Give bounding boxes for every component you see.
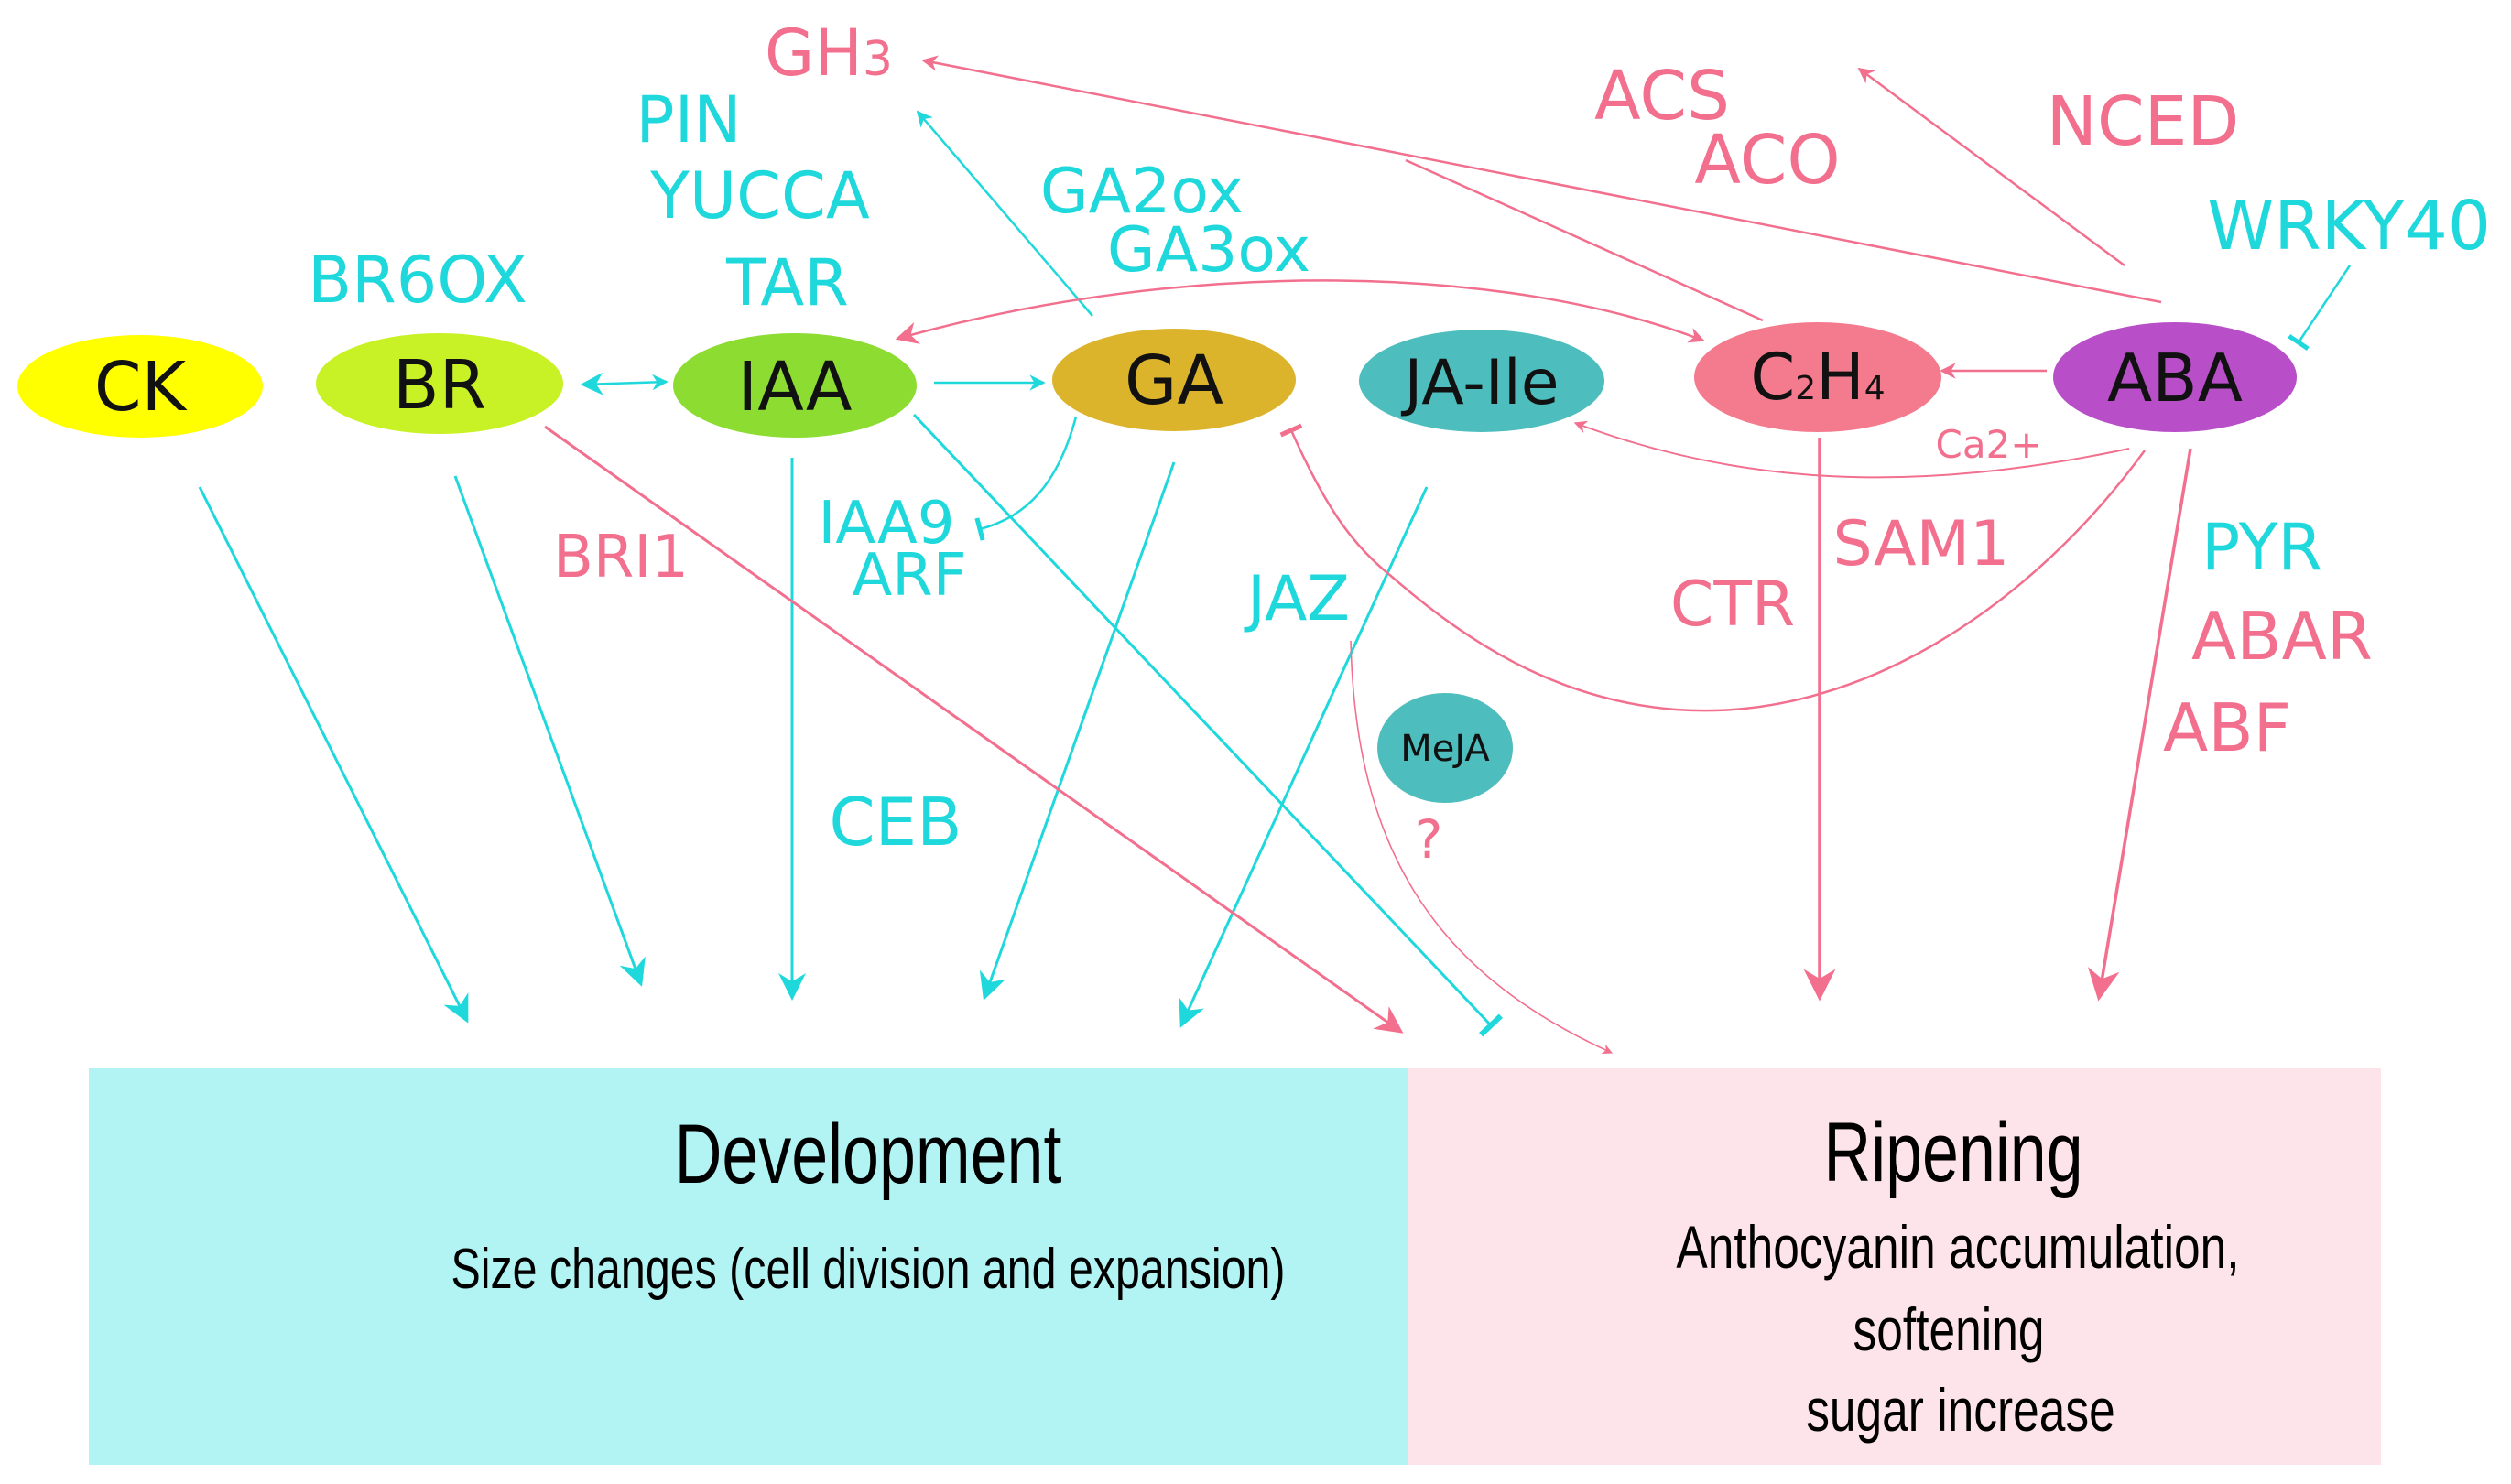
question-label: ? — [1415, 808, 1443, 871]
jaz-label: JAZ — [1244, 563, 1350, 635]
bri1-label: BRI1 — [553, 524, 689, 591]
ca2-label: Ca2+ — [1936, 422, 2043, 467]
node-br: BR — [316, 333, 563, 434]
tar-label: TAR — [725, 245, 849, 320]
aba-ellipse — [2053, 322, 2297, 432]
development-subtitle: Size changes (cell division and expansio… — [451, 1237, 1286, 1300]
aba-label: ABA — [2107, 340, 2243, 417]
gh3-text: GH — [765, 16, 863, 91]
ripening-line-2: softening — [1853, 1295, 2045, 1364]
iaa-ellipse — [673, 333, 917, 438]
development-box — [89, 1068, 1408, 1465]
node-ck: CK — [17, 335, 263, 438]
jaile-label: JA-Ile — [1400, 347, 1559, 419]
aba-to-gh3-arrow — [921, 55, 2162, 304]
node-meja: MeJA — [1377, 693, 1513, 803]
connectors — [198, 55, 2352, 1054]
node-aba: ABA — [2053, 322, 2297, 432]
ga2ox-label: GA2ox — [1040, 156, 1244, 228]
c2h4-h: H — [1816, 340, 1864, 415]
c2h4-sub-2: 2 — [1795, 370, 1816, 407]
jaile-ellipse — [1359, 330, 1604, 432]
c2h4-sub-4: 4 — [1864, 370, 1886, 407]
wrky40-label: WRKY40 — [2207, 187, 2491, 265]
ck-label: CK — [94, 348, 189, 427]
development-title: Development — [675, 1107, 1062, 1201]
ga-inhibits-arf — [974, 416, 1078, 541]
br-to-development-arrow — [453, 475, 646, 987]
wrky40-inhibits-aba — [2288, 265, 2352, 352]
arf-label: ARF — [852, 542, 966, 610]
ga-ellipse — [1052, 329, 1296, 431]
ripening-title: Ripening — [1823, 1105, 2082, 1199]
gh3-label: GH3 — [765, 16, 893, 91]
ck-to-development-arrow — [198, 486, 469, 1024]
ripening-box — [1408, 1068, 2381, 1465]
br-label: BR — [393, 346, 486, 425]
ga-to-gh3-arrow — [916, 110, 1093, 317]
iaa9-label: IAA9 — [819, 490, 955, 558]
ga3ox-label: GA3ox — [1107, 214, 1310, 287]
c2h4-c: C — [1750, 340, 1795, 415]
acs-label: ACS — [1594, 57, 1730, 135]
gh3-subscript: 3 — [863, 32, 893, 87]
ck-ellipse — [17, 335, 263, 438]
pin-label: PIN — [636, 82, 741, 157]
gene-labels: GH3 PIN YUCCA TAR BR6OX GA2ox GA3ox ACS … — [308, 16, 2491, 871]
abar-label: ABAR — [2191, 598, 2373, 675]
ga-label: GA — [1125, 341, 1223, 420]
node-ga: GA — [1052, 329, 1296, 431]
br6ox-label: BR6OX — [308, 243, 527, 318]
iaa-c2h4-double-arrow — [895, 279, 1705, 344]
node-iaa: IAA — [673, 333, 917, 438]
aba-to-jaile-curve — [1573, 420, 2130, 479]
br-iaa-double-arrow — [580, 372, 669, 395]
ripening-line-1: Anthocyanin accumulation, — [1676, 1213, 2239, 1282]
node-jaile: JA-Ile — [1359, 330, 1604, 432]
c2h4-ellipse — [1694, 322, 1941, 432]
c2h4-label: C2H4 — [1750, 340, 1885, 415]
iaa-label: IAA — [737, 348, 853, 427]
ga-to-development-arrow — [979, 461, 1176, 1001]
br-ellipse — [316, 333, 563, 434]
meja-ellipse — [1377, 693, 1513, 803]
ceb-label: CEB — [829, 784, 962, 861]
ripening-line-3: sugar increase — [1806, 1376, 2115, 1445]
node-c2h4: C2H4 — [1694, 322, 1941, 432]
c2h4-to-gh3-line — [1405, 158, 1764, 322]
meja-label: MeJA — [1400, 728, 1490, 770]
aba-to-ripening-arrow — [2087, 448, 2192, 1002]
jaile-to-development-arrow — [1179, 486, 1429, 1028]
aba-inhibits-ga-curve — [1279, 423, 2147, 712]
aco-label: ACO — [1694, 121, 1840, 200]
yucca-label: YUCCA — [649, 158, 870, 233]
pyr-label: PYR — [2201, 510, 2322, 585]
nced-label: NCED — [2047, 82, 2240, 161]
sam1-label: SAM1 — [1833, 508, 2010, 580]
ctr-label: CTR — [1670, 569, 1795, 641]
br-to-ripening-arrow — [544, 425, 1404, 1034]
jaz-to-ripening-curve — [1350, 640, 1614, 1054]
aba-to-acs-arrow — [1857, 67, 2125, 267]
abf-label: ABF — [2163, 689, 2291, 766]
